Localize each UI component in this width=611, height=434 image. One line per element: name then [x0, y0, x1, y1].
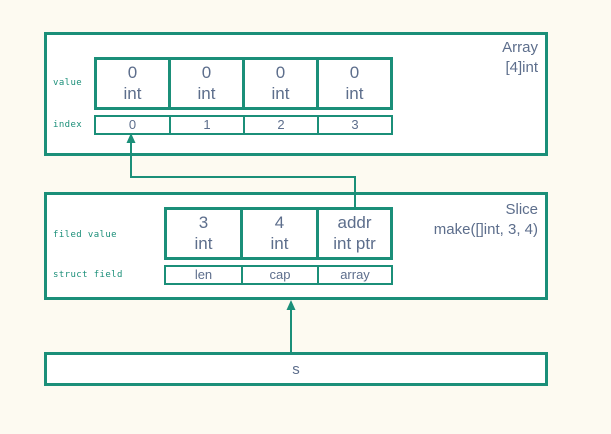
slice-value-cell-len: 3 int: [167, 210, 243, 257]
array-caption-line1: Array: [502, 39, 538, 56]
array-index-2: 2: [277, 117, 285, 133]
array-index-cell-0: 0: [96, 117, 171, 133]
slice-field-len: len: [194, 267, 213, 283]
slice-value-cell-array: addr int ptr: [319, 210, 390, 257]
array-index-1: 1: [203, 117, 211, 133]
slice-caption: Slice make([]int, 3, 4): [330, 200, 538, 241]
slice-field-row-label: struct field: [53, 270, 123, 280]
array-type-3: int: [345, 83, 364, 103]
variable-box-s: s: [44, 352, 548, 386]
array-type-1: int: [197, 83, 216, 103]
array-type-2: int: [271, 83, 290, 103]
array-index-row-label: index: [53, 120, 83, 130]
array-type-0: int: [123, 83, 142, 103]
array-value-0: 0: [127, 63, 138, 83]
variable-name: s: [292, 360, 300, 378]
array-value-2: 0: [275, 63, 286, 83]
slice-value-cell-cap: 4 int: [243, 210, 319, 257]
slice-field-cell-len: len: [166, 267, 243, 283]
array-value-cell-3: 0 int: [319, 60, 390, 107]
array-caption-line2: [4]int: [505, 59, 538, 77]
slice-field-cell-array: array: [319, 267, 391, 283]
slice-value-cap: 4: [274, 213, 285, 233]
slice-value-len: 3: [198, 213, 209, 233]
array-value-row: 0 int 0 int 0 int 0 int: [94, 57, 393, 110]
array-value-3: 0: [349, 63, 360, 83]
array-value-cell-1: 0 int: [171, 60, 245, 107]
connector-variable-to-slice: [286, 300, 296, 352]
array-index-cell-2: 2: [245, 117, 319, 133]
array-value-row-label: value: [53, 78, 83, 88]
array-index-cell-1: 1: [171, 117, 245, 133]
slice-field-row: len cap array: [164, 265, 393, 285]
slice-caption-line1: Slice: [505, 201, 538, 218]
slice-value-row-label: filed value: [53, 230, 118, 240]
slice-type-array: int ptr: [333, 233, 376, 253]
slice-value-array: addr: [337, 213, 372, 233]
array-index-row: 0 1 2 3: [94, 115, 393, 135]
array-index-3: 3: [351, 117, 359, 133]
array-value-cell-0: 0 int: [97, 60, 171, 107]
array-index-0: 0: [128, 117, 137, 133]
slice-value-row: 3 int 4 int addr int ptr: [164, 207, 393, 260]
array-caption: Array [4]int: [398, 38, 538, 79]
slice-type-cap: int: [270, 233, 289, 253]
slice-field-cell-cap: cap: [243, 267, 319, 283]
array-index-cell-3: 3: [319, 117, 391, 133]
array-value-1: 0: [201, 63, 212, 83]
slice-field-cap: cap: [269, 267, 291, 283]
slice-field-array: array: [340, 267, 370, 283]
slice-type-len: int: [194, 233, 213, 253]
array-value-cell-2: 0 int: [245, 60, 319, 107]
slice-caption-line2: make([]int, 3, 4): [433, 221, 538, 239]
